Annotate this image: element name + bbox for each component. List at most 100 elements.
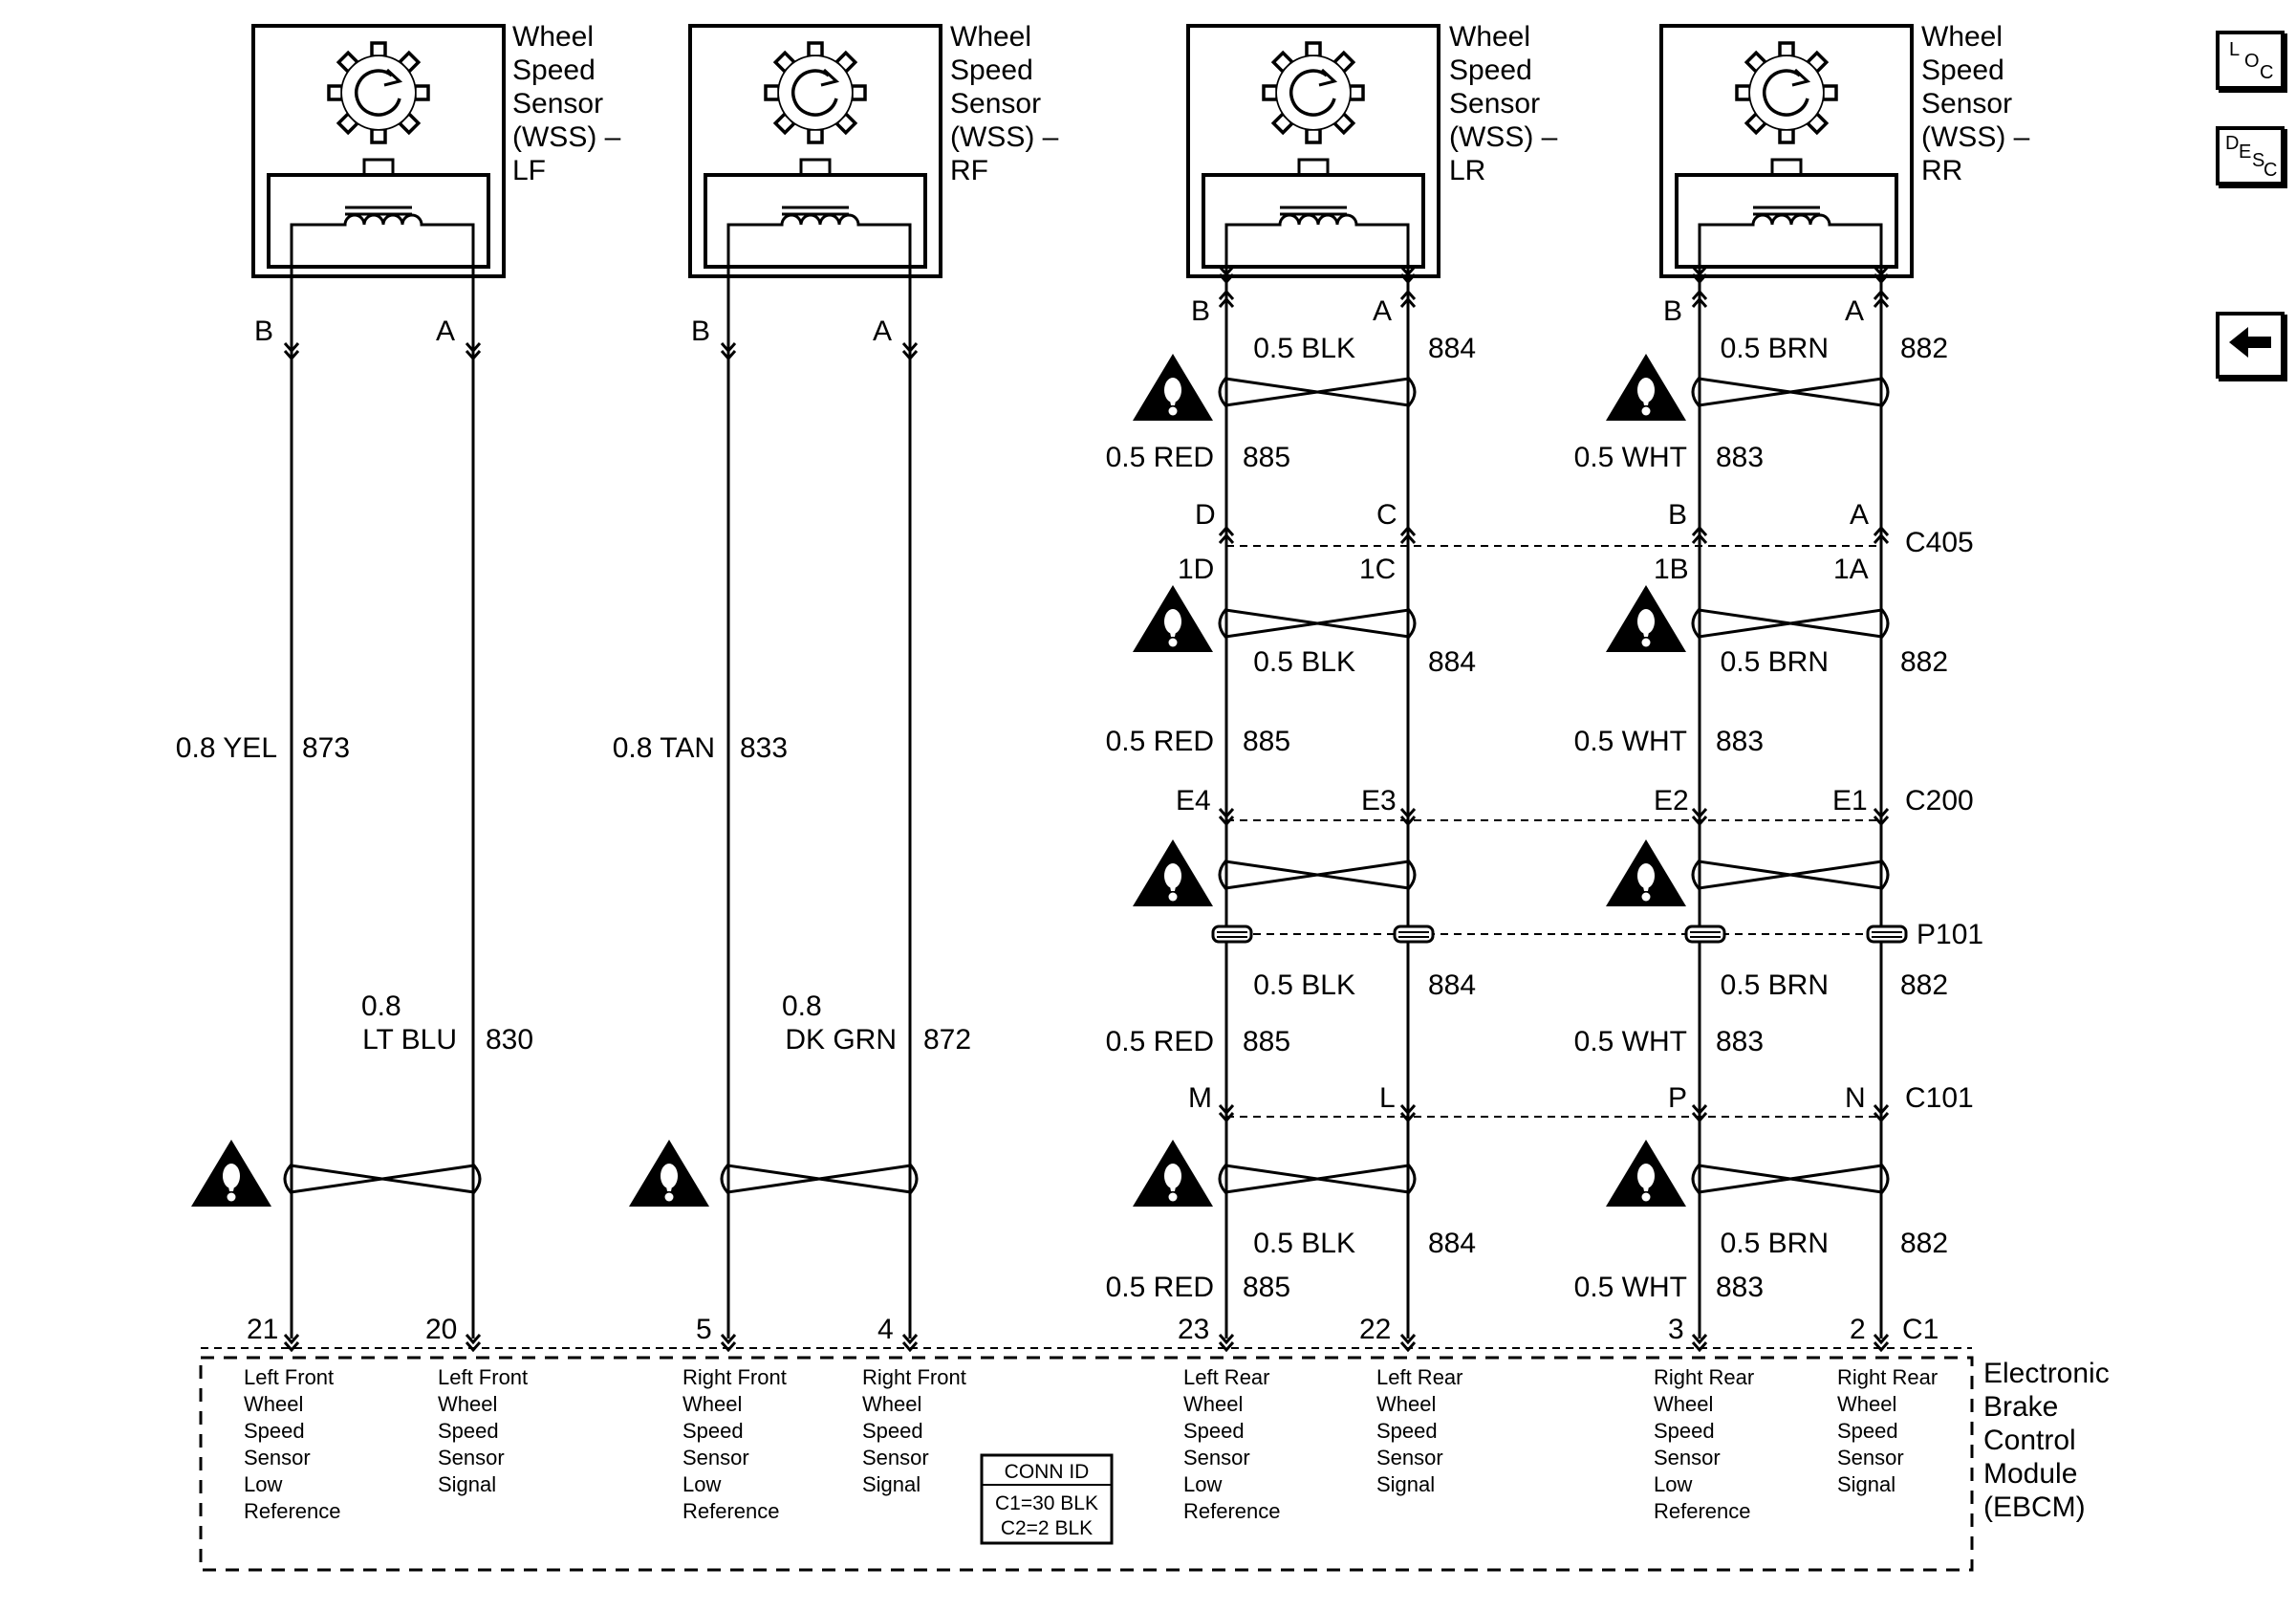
ebcm-module: Electronic Brake Control Module (EBCM) L… (199, 1356, 2110, 1572)
warning-icons (191, 354, 1686, 1207)
warning-icon (1606, 839, 1686, 906)
svg-text:Sensor: Sensor (862, 1446, 929, 1469)
svg-text:Low: Low (1654, 1472, 1692, 1496)
svg-text:Signal: Signal (1376, 1472, 1435, 1496)
svg-text:Sensor: Sensor (682, 1446, 749, 1469)
svg-text:Wheel: Wheel (1837, 1392, 1896, 1416)
svg-text:Left Front: Left Front (438, 1365, 528, 1389)
p101-name: P101 (1917, 919, 1983, 950)
svg-text:E3: E3 (1361, 785, 1397, 816)
svg-text:Right Rear: Right Rear (1837, 1365, 1938, 1389)
sensor-pin-chevrons (283, 265, 1890, 360)
ebcm-pin-functions: Left Front Wheel Speed Sensor Low Refere… (244, 1365, 1938, 1523)
svg-text:Low: Low (1183, 1472, 1222, 1496)
svg-text:1D: 1D (1178, 554, 1214, 585)
c405-name: C405 (1905, 527, 1974, 558)
lr-low-label: 0.5 RED (1106, 1026, 1214, 1057)
sensor-lr: Wheel Speed Sensor (WSS) – LR (1186, 21, 1566, 292)
lr-sig-circuit: 884 (1428, 1228, 1476, 1259)
connector-c200: E4 E3 E2 E1 C200 (1176, 785, 1974, 826)
arrow-left-icon (2229, 327, 2271, 358)
rr-low-label: 0.5 WHT (1574, 1026, 1687, 1057)
svg-text:Wheel: Wheel (1183, 1392, 1243, 1416)
sensor-rr-label: Wheel Speed Sensor (WSS) – RR (1921, 21, 2038, 186)
loc-button[interactable]: L O C (2216, 31, 2285, 90)
rr-sig-label: 0.5 BRN (1721, 333, 1829, 364)
func-rf-sig: Right Front Wheel Speed Sensor Signal (862, 1365, 966, 1496)
wires (290, 290, 1883, 1339)
warning-icon (1133, 585, 1213, 652)
pin-lr-a: A (1373, 295, 1392, 327)
connector-c405: D C B A 1D 1C 1B 1A C405 (1178, 499, 1974, 585)
lr-low-label: 0.5 RED (1106, 726, 1214, 757)
desc-letter-s: S (2252, 150, 2265, 171)
desc-letter-e: E (2239, 142, 2252, 163)
svg-text:Left Rear: Left Rear (1183, 1365, 1270, 1389)
connector-c101: M L P N C101 (1188, 1082, 1974, 1122)
rr-sig-circuit: 882 (1900, 646, 1948, 678)
ebcm-name: Electronic Brake Control Module (EBCM) (1983, 1358, 2110, 1523)
lr-low-label: 0.5 RED (1106, 1272, 1214, 1303)
sensor-lr-label: Wheel Speed Sensor (WSS) – LR (1449, 21, 1566, 186)
conn-id-c2: C2=2 BLK (1001, 1517, 1093, 1539)
svg-text:Signal: Signal (438, 1472, 496, 1496)
svg-text:M: M (1188, 1082, 1212, 1114)
wire-rf-sig-color: DK GRN (785, 1024, 897, 1056)
svg-text:Reference: Reference (1183, 1499, 1281, 1523)
svg-text:5: 5 (696, 1314, 712, 1345)
c1-name: C1 (1902, 1314, 1939, 1345)
svg-text:1A: 1A (1833, 554, 1869, 585)
svg-text:23: 23 (1178, 1314, 1209, 1345)
svg-text:Right Front: Right Front (682, 1365, 787, 1389)
wire-rf-low-circuit: 833 (740, 732, 788, 764)
sensor-pin-labels: B A B A B A B A (254, 295, 1864, 347)
svg-text:Speed: Speed (1654, 1419, 1715, 1443)
warning-icon (191, 1140, 271, 1207)
svg-text:Right Front: Right Front (862, 1365, 966, 1389)
warning-icon (1133, 1140, 1213, 1207)
svg-text:1C: 1C (1359, 554, 1396, 585)
pin-rf-b: B (691, 316, 710, 347)
lr-sig-circuit: 884 (1428, 969, 1476, 1001)
svg-text:3: 3 (1668, 1314, 1684, 1345)
func-lf-sig: Left Front Wheel Speed Sensor Signal (438, 1365, 528, 1496)
wire-lf-low-label: 0.8 YEL (176, 732, 277, 764)
svg-text:Signal: Signal (862, 1472, 921, 1496)
svg-text:E1: E1 (1832, 785, 1868, 816)
svg-text:E2: E2 (1654, 785, 1689, 816)
twisted-pairs (283, 377, 1890, 1194)
sensor-rf-label: Wheel Speed Sensor (WSS) – RF (950, 21, 1067, 186)
lr-sig-label: 0.5 BLK (1253, 969, 1355, 1001)
svg-text:Sensor: Sensor (438, 1446, 505, 1469)
svg-text:Control: Control (1983, 1425, 2076, 1456)
svg-text:N: N (1845, 1082, 1866, 1114)
svg-text:L: L (1379, 1082, 1396, 1114)
svg-text:Electronic: Electronic (1983, 1358, 2110, 1389)
c101-name: C101 (1905, 1082, 1974, 1114)
svg-text:Sensor: Sensor (244, 1446, 311, 1469)
rr-low-circuit: 883 (1716, 442, 1764, 473)
rr-sig-circuit: 882 (1900, 333, 1948, 364)
svg-text:Speed: Speed (1376, 1419, 1438, 1443)
svg-text:P: P (1668, 1082, 1687, 1114)
svg-text:Wheel: Wheel (862, 1392, 921, 1416)
svg-text:D: D (1195, 499, 1216, 531)
rr-sig-label: 0.5 BRN (1721, 646, 1829, 678)
back-button[interactable] (2216, 312, 2285, 379)
front-wire-labels: 0.8 YEL 873 0.8 LT BLU 830 0.8 TAN 833 0… (176, 732, 971, 1056)
warning-icon (629, 1140, 709, 1207)
svg-text:Module: Module (1983, 1458, 2077, 1490)
svg-text:Reference: Reference (244, 1499, 341, 1523)
svg-text:2: 2 (1850, 1314, 1866, 1345)
lr-sig-label: 0.5 BLK (1253, 1228, 1355, 1259)
svg-text:4: 4 (877, 1314, 894, 1345)
svg-text:B: B (1668, 499, 1687, 531)
svg-text:Speed: Speed (862, 1419, 923, 1443)
svg-text:Left Front: Left Front (244, 1365, 334, 1389)
func-rf-low: Right Front Wheel Speed Sensor Low Refer… (682, 1365, 787, 1523)
desc-button[interactable]: D E S C (2216, 126, 2285, 185)
lr-sig-label: 0.5 BLK (1253, 333, 1355, 364)
pin-rr-b: B (1663, 295, 1682, 327)
wire-rf-sig-circuit: 872 (923, 1024, 971, 1056)
